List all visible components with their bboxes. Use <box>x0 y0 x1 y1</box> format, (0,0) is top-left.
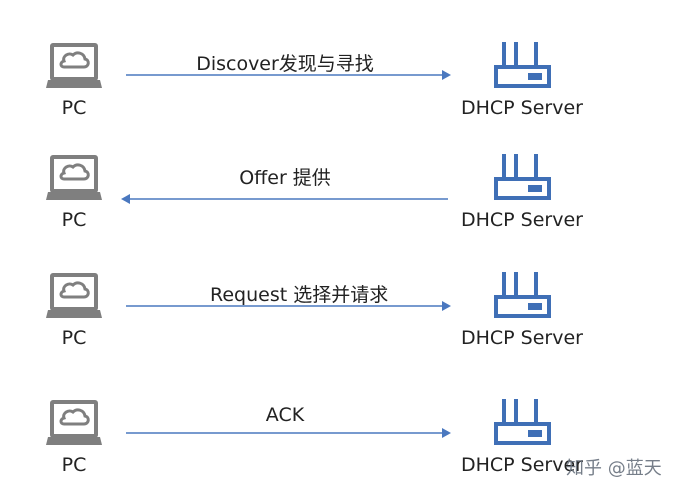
laptop-cloud-icon <box>46 273 102 318</box>
laptop-cloud-icon <box>46 43 102 88</box>
router-icon <box>494 154 551 200</box>
watermark: 知乎 @蓝天 <box>566 458 662 479</box>
discover-message-label: Discover发现与寻找 <box>196 53 374 75</box>
dhcp-server-label: DHCP Server <box>461 209 583 231</box>
dhcp-server-label: DHCP Server <box>461 97 583 119</box>
dhcp-server-label: DHCP Server <box>461 454 583 476</box>
pc-label: PC <box>61 209 87 231</box>
dhcp-server-label: DHCP Server <box>461 327 583 349</box>
laptop-cloud-icon <box>46 400 102 445</box>
offer-message-label: Offer 提供 <box>239 167 331 189</box>
arrow-right-icon <box>126 70 451 80</box>
dhcp-step-discover: PC Discover发现与寻找 DHCP Server <box>0 0 688 120</box>
request-message-label: Request 选择并请求 <box>210 284 389 306</box>
arrow-right-icon <box>126 428 451 438</box>
arrow-left-icon <box>121 194 448 204</box>
dhcp-step-ack: PC ACK DHCP Server <box>0 357 688 477</box>
router-icon <box>494 42 551 88</box>
dhcp-step-offer: PC Offer 提供 DHCP Server <box>0 112 688 232</box>
pc-label: PC <box>61 327 87 349</box>
ack-message-label: ACK <box>265 404 305 426</box>
arrow-right-icon <box>126 301 451 311</box>
router-icon <box>494 399 551 445</box>
pc-label: PC <box>61 97 87 119</box>
laptop-cloud-icon <box>46 155 102 200</box>
pc-label: PC <box>61 454 87 476</box>
dhcp-step-request: PC Request 选择并请求 DHCP Server <box>0 230 688 350</box>
router-icon <box>494 272 551 318</box>
